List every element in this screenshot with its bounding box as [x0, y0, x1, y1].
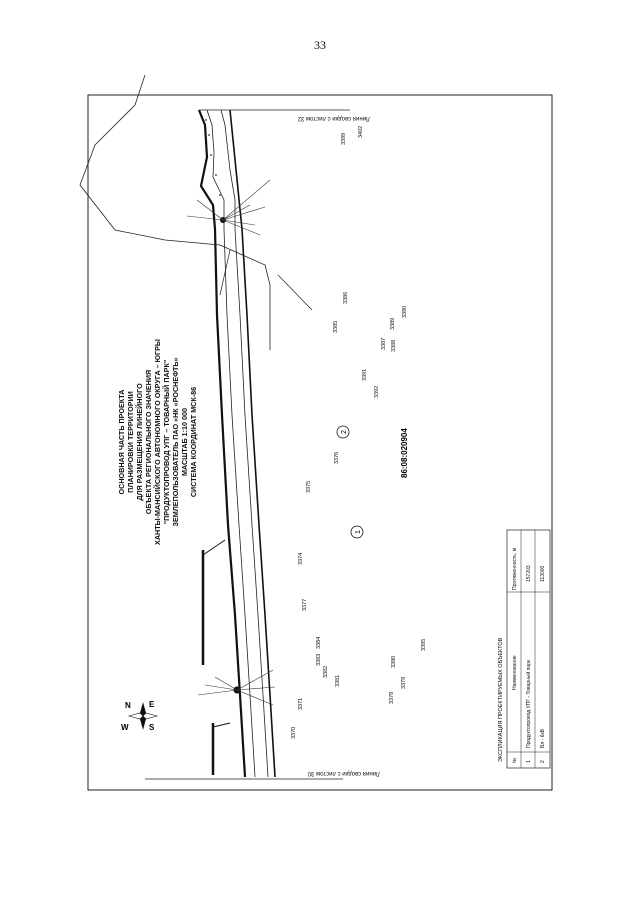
sheet-link-top: Линия сводки с листом 32 [297, 115, 370, 121]
title-line: ДЛЯ РАЗМЕЩЕНИЯ ЛИНЕЙНОГО [135, 383, 144, 501]
compass-s: S [149, 723, 155, 732]
point-label: 3375 [306, 481, 312, 493]
point-label: 3389 [390, 318, 396, 330]
point-label: 3384 [316, 637, 322, 649]
title-line: МАСШТАБ 1:10 000 [180, 408, 189, 476]
point-label: 3380 [391, 656, 397, 668]
point-label: 3371 [298, 698, 304, 710]
legend-row-2-length: 113000 [540, 565, 546, 582]
legend-row-2-num: 2 [540, 760, 546, 763]
legend-title: ЭКСПЛИКАЦИЯ ПРОЕКТИРУЕМЫХ ОБЪЕКТОВ [498, 637, 504, 762]
point-labels: 3399 3402 3386 3385 3390 3389 3387 3388 … [291, 126, 427, 739]
sheet-frame [87, 94, 553, 791]
point-label: 3379 [401, 677, 407, 689]
point-label: 3392 [374, 386, 380, 398]
sheet-link-bottom: Линия сводки с листом 30 [307, 770, 380, 776]
corridor-hatch [205, 119, 221, 196]
legend-row-1-num: 1 [526, 760, 532, 763]
point-label: 3381 [335, 675, 341, 687]
compass-e: E [149, 700, 155, 709]
legend-header-name: Наименование [512, 655, 518, 690]
svg-text:1: 1 [355, 530, 362, 534]
point-label: 3388 [391, 340, 397, 352]
allotment-boundaries [201, 539, 231, 775]
svg-text:2: 2 [341, 430, 348, 434]
point-label: 3383 [316, 654, 322, 666]
title-block: ОСНОВНАЯ ЧАСТЬ ПРОЕКТА ПЛАНИРОВКИ ТЕРРИТ… [117, 339, 198, 545]
point-label: 3399 [341, 133, 347, 145]
title-line: ПЛАНИРОВКИ ТЕРРИТОРИИ [126, 391, 135, 493]
point-label: 3402 [358, 126, 364, 138]
title-line: ОБЪЕКТА РЕГИОНАЛЬНОГО ЗНАЧЕНИЯ [144, 370, 153, 514]
compass-w: W [121, 723, 129, 732]
title-line: СИСТЕМА КООРДИНАТ МСК-86 [189, 387, 198, 497]
title-line: ЗЕМЛЕПОЛЬЗОВАТЕЛЬ ПАО «НК «РОСНЕФТЬ» [171, 357, 180, 526]
point-label: 3385 [333, 321, 339, 333]
point-label: 3374 [298, 553, 304, 565]
point-label: 3391 [362, 369, 368, 381]
cadastral-leader [277, 274, 313, 311]
point-label: 3386 [343, 292, 349, 304]
route-marker-2: 2 [336, 425, 350, 439]
point-label: 3377 [302, 599, 308, 611]
point-label: 3378 [389, 692, 395, 704]
pipeline-corridor [197, 109, 276, 778]
point-label: 3370 [291, 727, 297, 739]
compass-rose: N E W S [121, 700, 159, 732]
legend-table: ЭКСПЛИКАЦИЯ ПРОЕКТИРУЕМЫХ ОБЪЕКТОВ № Наи… [498, 529, 551, 769]
legend-row-1-length: 157203 [526, 565, 532, 582]
leader-lines [186, 179, 276, 706]
legend-row-1-name: Продуктопровод УПГ - Товарный парк [525, 659, 532, 748]
point-label: 3390 [402, 306, 408, 318]
title-line: "ПРОДУКТОПРОВОД УПГ – ТОВАРНЫЙ ПАРК" [162, 360, 171, 525]
title-leader [219, 249, 231, 296]
point-label: 3395 [421, 639, 427, 651]
legend-header-num: № [512, 758, 518, 763]
compass-n: N [125, 701, 131, 710]
legend-header-length: Протяженность, м [512, 547, 518, 590]
point-label: 3382 [323, 666, 329, 678]
legend-row-2-name: Вл - 6кВ [540, 728, 546, 748]
point-label: 3387 [381, 338, 387, 350]
title-line: ОСНОВНАЯ ЧАСТЬ ПРОЕКТА [117, 390, 126, 495]
point-label: 3376 [334, 452, 340, 464]
route-marker-1: 1 [350, 525, 364, 539]
cadastral-boundary [79, 74, 271, 350]
page-number: 33 [314, 38, 326, 52]
title-line: ХАНТЫ-МАНСИЙСКОГО АВТОНОМНОГО ОКРУГА – Ю… [153, 339, 162, 545]
cadastral-number: 86:08:020904 [400, 428, 409, 478]
